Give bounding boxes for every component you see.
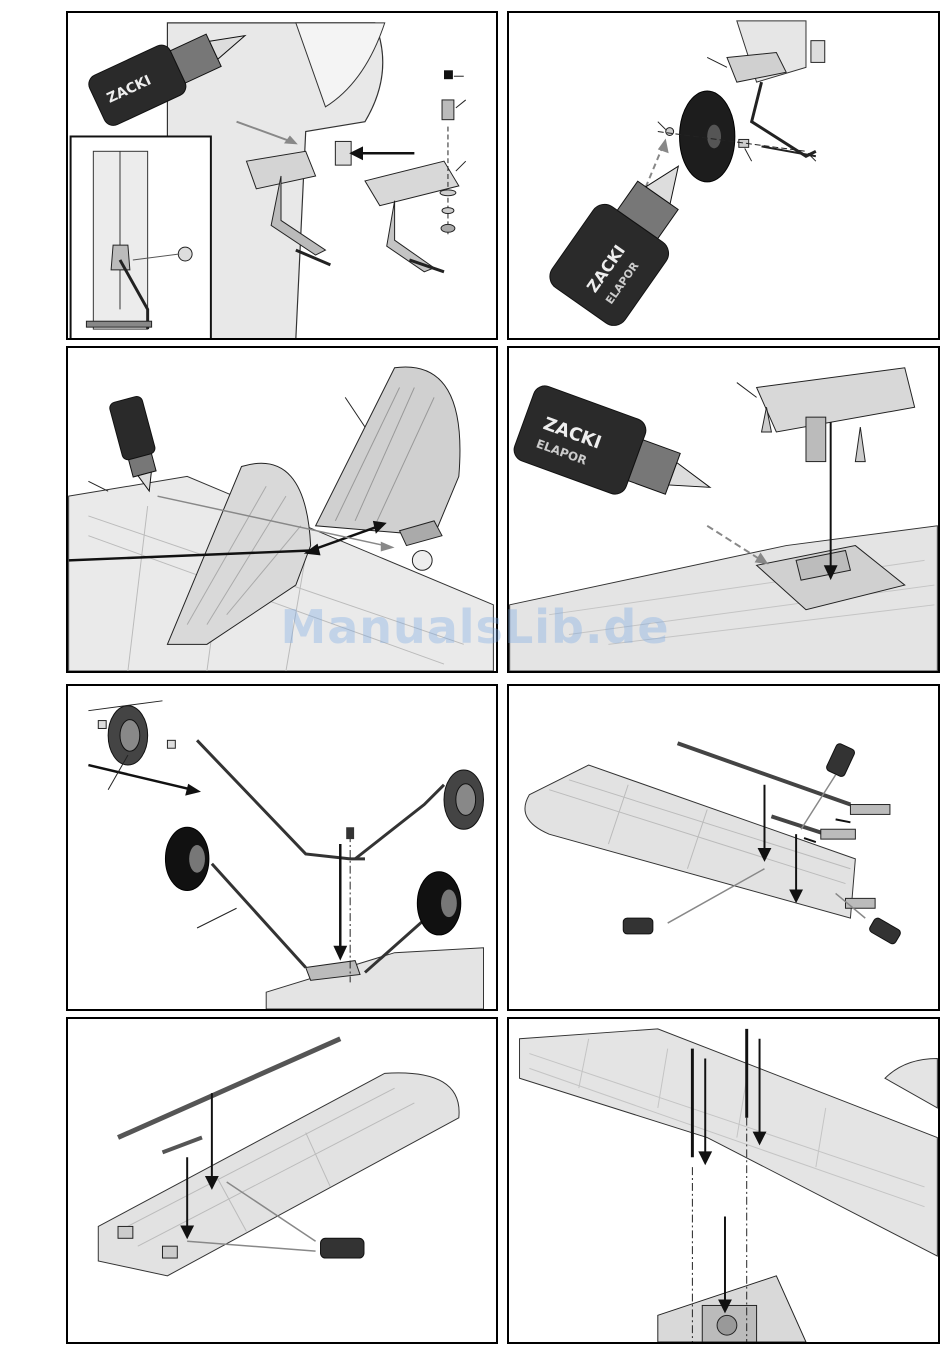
assembly-panel-2: ZACKI ELAPOR <box>507 11 940 340</box>
hatch-part-illustration: ZACKI ELAPOR <box>509 348 938 671</box>
assembly-panel-4: ZACKI ELAPOR <box>507 346 940 673</box>
assembly-panel-3 <box>66 346 498 673</box>
assembly-panel-8 <box>507 1017 940 1344</box>
tailwheel-fitting-illustration: ZACKI ELAPOR <box>509 13 938 338</box>
assembly-panel-7 <box>66 1017 498 1344</box>
wing-spar-illustration <box>509 686 938 1009</box>
tailwheel-bracket-illustration: ZACKI <box>68 13 496 338</box>
assembly-panel-1: ZACKI <box>66 11 498 340</box>
assembly-panel-6 <box>507 684 940 1011</box>
wing-spar-left-illustration <box>68 1019 496 1342</box>
tail-surfaces-illustration <box>68 348 496 671</box>
assembly-panel-5 <box>66 684 498 1011</box>
wing-mounting-illustration <box>509 1019 938 1342</box>
landing-gear-illustration <box>68 686 496 1009</box>
